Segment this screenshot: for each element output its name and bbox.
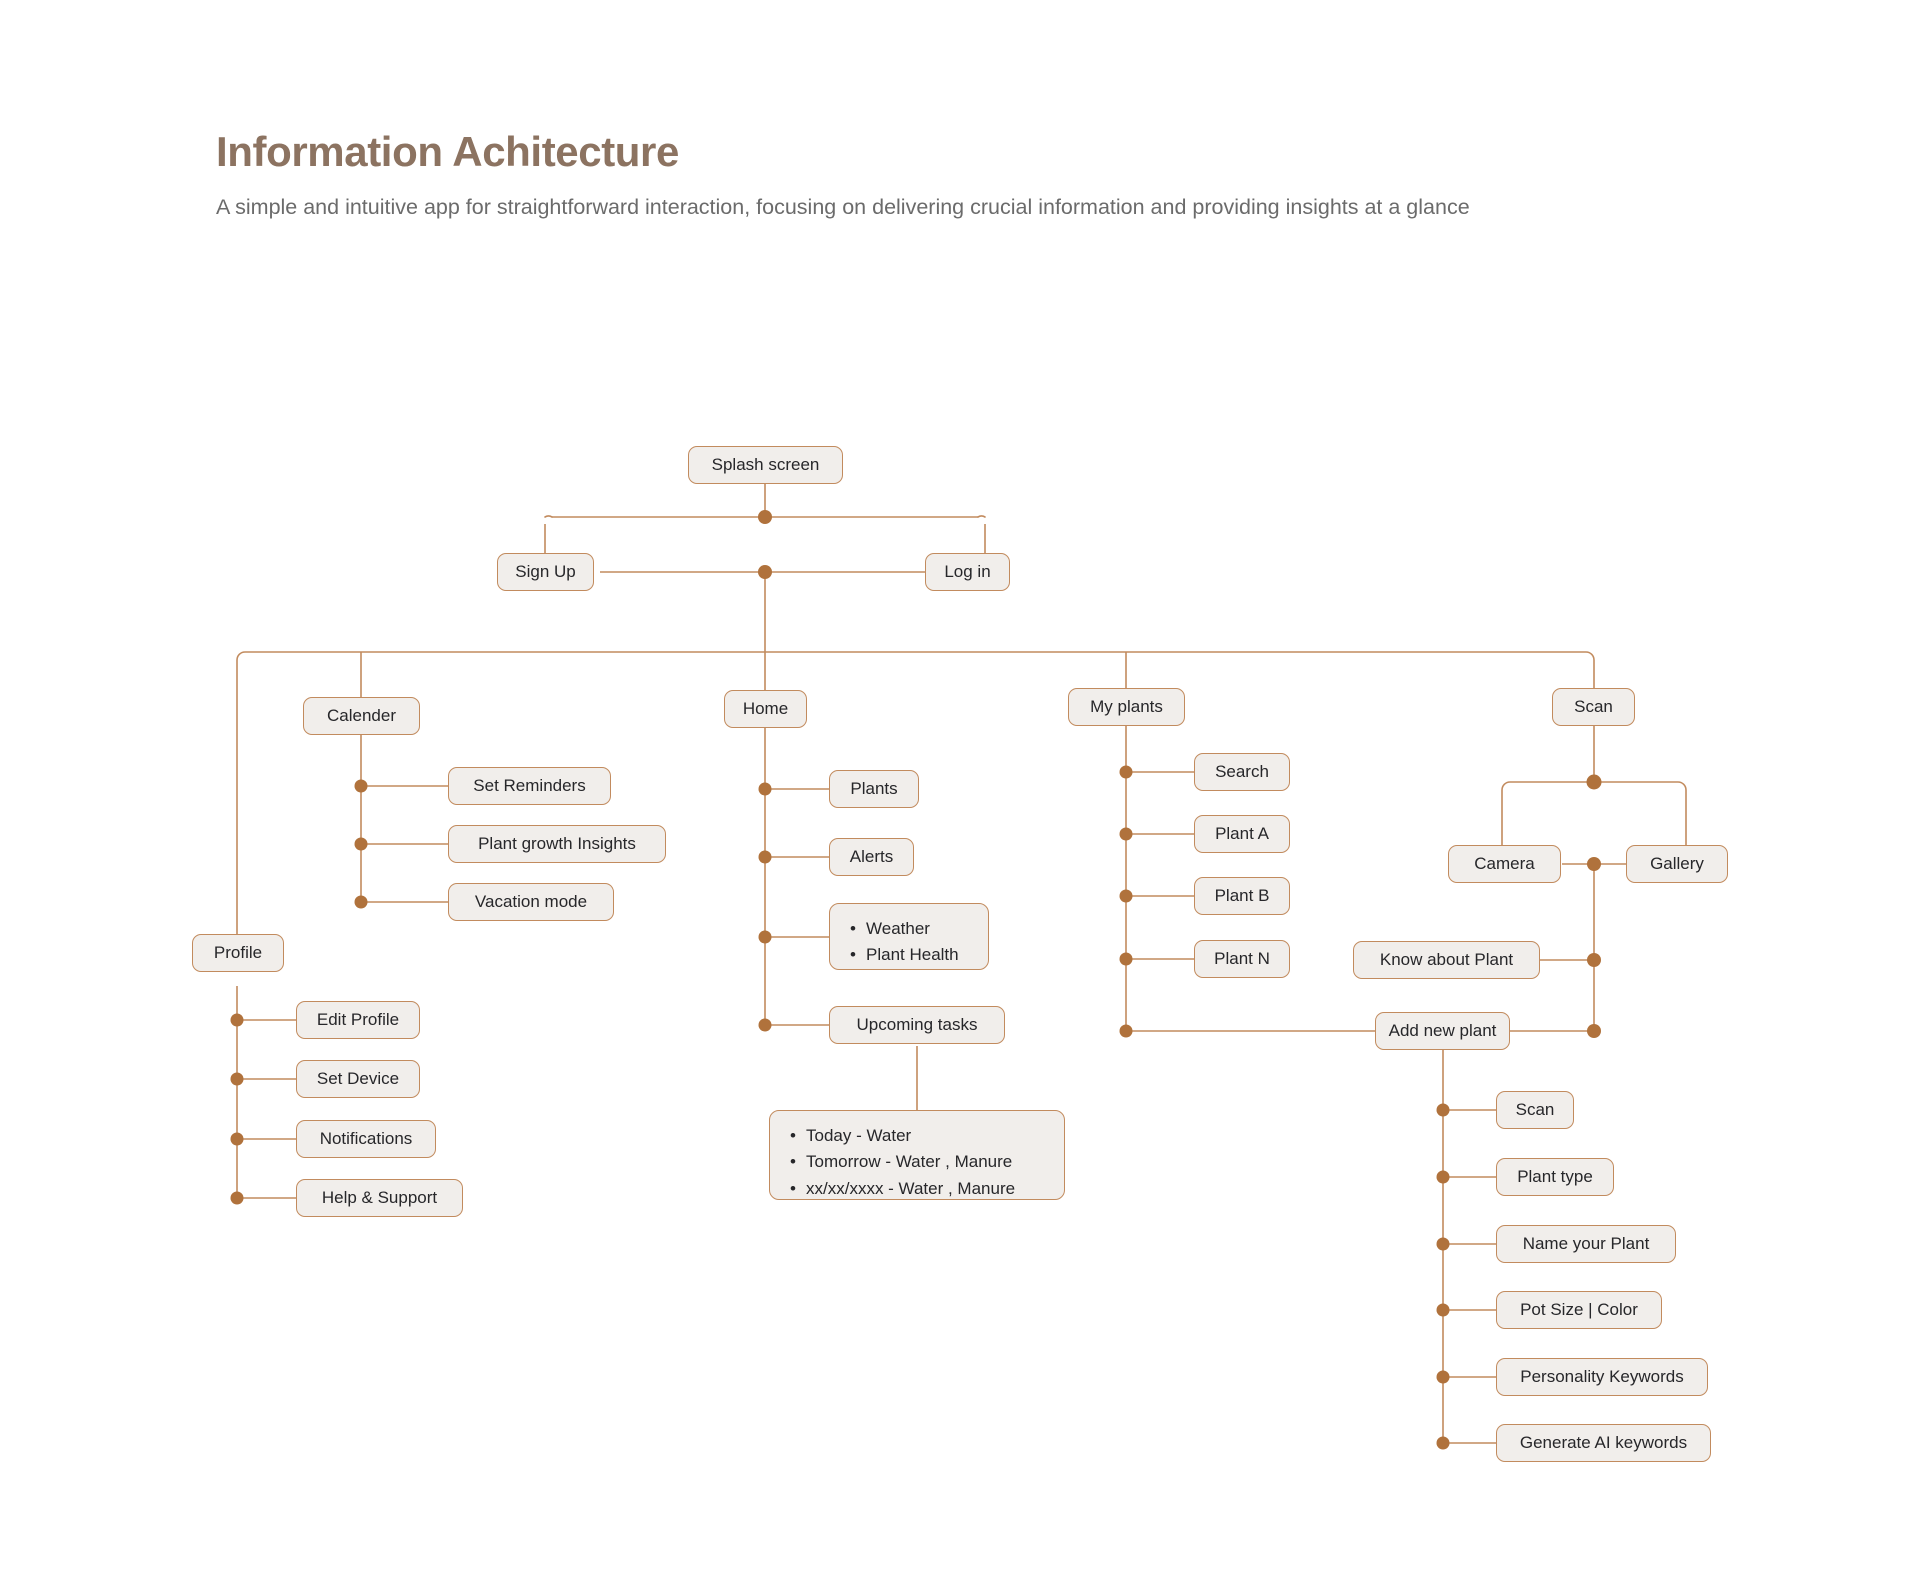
node-upcoming-tasks-list[interactable]: Today - Water Tomorrow - Water , Manure … (769, 1110, 1065, 1202)
dot-know-about-plant (1587, 953, 1601, 967)
node-plant-b[interactable]: Plant B (1194, 877, 1290, 915)
node-scan-sub[interactable]: Scan (1496, 1091, 1574, 1129)
node-home[interactable]: Home (724, 690, 807, 728)
dot-profile-edit (230, 1013, 244, 1027)
node-help-support[interactable]: Help & Support (296, 1179, 463, 1217)
dot-myplants-search (1119, 765, 1133, 779)
upcoming-task-item: xx/xx/xxxx - Water , Manure (790, 1176, 1046, 1203)
dot-home-info (758, 930, 772, 944)
upcoming-task-item: Tomorrow - Water , Manure (790, 1149, 1046, 1176)
node-upcoming-tasks[interactable]: Upcoming tasks (829, 1006, 1005, 1044)
dot-addnew-potsize (1436, 1303, 1450, 1317)
upcoming-tasks-items: Today - Water Tomorrow - Water , Manure … (786, 1123, 1046, 1202)
home-info-items: Weather Plant Health (846, 916, 970, 969)
dot-myplants-planta (1119, 827, 1133, 841)
dot-addnew-scan-child (1436, 1103, 1450, 1117)
dot-profile-notifications (230, 1132, 244, 1146)
dot-auth-hub (758, 565, 772, 579)
dot-calender-reminders (354, 779, 368, 793)
dot-scan-split (1586, 774, 1602, 790)
dot-splash-bus (758, 510, 772, 524)
dot-calender-vacation (354, 895, 368, 909)
node-home-info-list[interactable]: Weather Plant Health (829, 903, 989, 970)
dot-myplants-plantb (1119, 889, 1133, 903)
node-sign-up[interactable]: Sign Up (497, 553, 594, 591)
page-title: Information Achitecture (216, 128, 679, 175)
node-pot-size-color[interactable]: Pot Size | Color (1496, 1291, 1662, 1329)
node-edit-profile[interactable]: Edit Profile (296, 1001, 420, 1039)
node-calender[interactable]: Calender (303, 697, 420, 735)
node-profile[interactable]: Profile (192, 934, 284, 972)
node-plant-growth-insights[interactable]: Plant growth Insights (448, 825, 666, 863)
junction-dots (230, 510, 1602, 1450)
node-search[interactable]: Search (1194, 753, 1290, 791)
node-personality-keywords[interactable]: Personality Keywords (1496, 1358, 1708, 1396)
dot-addnew-personality (1436, 1370, 1450, 1384)
edge-level1-bus-right-cap (977, 515, 986, 518)
dot-profile-device (230, 1072, 244, 1086)
node-generate-ai-keywords[interactable]: Generate AI keywords (1496, 1424, 1711, 1462)
dot-myplants-addnew (1119, 1024, 1133, 1038)
dot-home-upcoming (758, 1018, 772, 1032)
home-info-item: Plant Health (850, 942, 970, 969)
node-splash-screen[interactable]: Splash screen (688, 446, 843, 484)
dot-addnew-scan (1587, 1024, 1601, 1038)
dot-camera-gallery (1587, 857, 1601, 871)
node-alerts[interactable]: Alerts (829, 838, 914, 876)
dot-addnew-planttype (1436, 1170, 1450, 1184)
node-log-in[interactable]: Log in (925, 553, 1010, 591)
node-plant-a[interactable]: Plant A (1194, 815, 1290, 853)
dot-addnew-generate (1436, 1436, 1450, 1450)
node-notifications[interactable]: Notifications (296, 1120, 436, 1158)
node-set-device[interactable]: Set Device (296, 1060, 420, 1098)
node-add-new-plant[interactable]: Add new plant (1375, 1012, 1510, 1050)
edge-main-bus (236, 651, 1595, 700)
dot-myplants-plantn (1119, 952, 1133, 966)
dot-home-alerts (758, 850, 772, 864)
node-my-plants[interactable]: My plants (1068, 688, 1185, 726)
upcoming-task-item: Today - Water (790, 1123, 1046, 1150)
node-plant-n[interactable]: Plant N (1194, 940, 1290, 978)
page-subtitle: A simple and intuitive app for straightf… (216, 195, 1470, 220)
node-name-your-plant[interactable]: Name your Plant (1496, 1225, 1676, 1263)
node-camera[interactable]: Camera (1448, 845, 1561, 883)
header: Information Achitecture A simple and int… (216, 128, 1616, 225)
edge-level1-bus-left-cap (544, 515, 553, 518)
node-plant-type[interactable]: Plant type (1496, 1158, 1614, 1196)
node-vacation-mode[interactable]: Vacation mode (448, 883, 614, 921)
dot-profile-help (230, 1191, 244, 1205)
node-know-about-plant[interactable]: Know about Plant (1353, 941, 1540, 979)
dot-home-plants (758, 782, 772, 796)
node-plants[interactable]: Plants (829, 770, 919, 808)
home-info-item: Weather (850, 916, 970, 943)
node-set-reminders[interactable]: Set Reminders (448, 767, 611, 805)
node-scan-top[interactable]: Scan (1552, 688, 1635, 726)
node-gallery[interactable]: Gallery (1626, 845, 1728, 883)
dot-addnew-name (1436, 1237, 1450, 1251)
dot-calender-insights (354, 837, 368, 851)
